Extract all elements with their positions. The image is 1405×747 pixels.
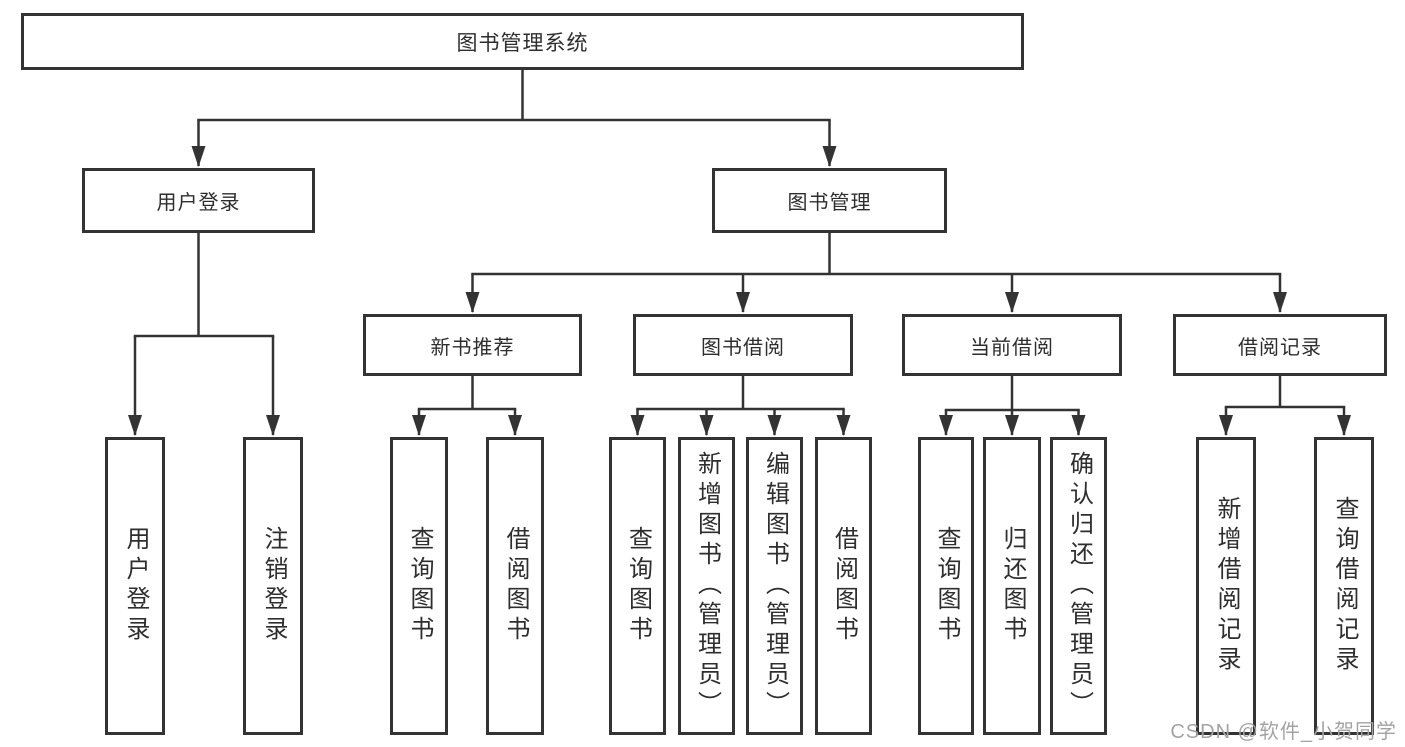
- connector-book-borrow: [630, 376, 851, 436]
- node-book-borrow: 图书借阅: [633, 314, 853, 376]
- leaf-return-books: 归还图书: [983, 437, 1041, 735]
- node-root: 图书管理系统: [21, 13, 1024, 70]
- leaf-confirm-return-admin: 确认归还（管理员）: [1050, 437, 1107, 735]
- connector-user-login: [128, 233, 280, 436]
- connector-current-borrow: [939, 376, 1086, 436]
- leaf-add-book-admin: 新增图书（管理员）: [678, 437, 735, 735]
- leaf-borrow-books: 借阅图书: [815, 437, 872, 735]
- node-borrow-records: 借阅记录: [1173, 314, 1387, 376]
- node-user-login: 用户登录: [82, 168, 315, 233]
- connector-borrow-records: [1219, 375, 1351, 436]
- leaf-edit-book-admin: 编辑图书（管理员）: [746, 437, 803, 735]
- connector-book-management: [465, 233, 1287, 313]
- node-new-book-recommend: 新书推荐: [363, 314, 582, 376]
- leaf-query-books-recommend: 查询图书: [390, 437, 448, 735]
- node-book-management: 图书管理: [712, 168, 947, 233]
- leaf-logout-login: 注销登录: [243, 437, 303, 735]
- leaf-query-borrow-record: 查询借阅记录: [1314, 437, 1374, 735]
- leaf-add-borrow-record: 新增借阅记录: [1196, 437, 1256, 735]
- leaf-query-books-borrow: 查询图书: [609, 437, 666, 735]
- node-current-borrow: 当前借阅: [902, 314, 1122, 376]
- connector-root: [191, 70, 837, 167]
- leaf-user-login: 用户登录: [105, 437, 165, 735]
- leaf-borrow-books-recommend: 借阅图书: [486, 437, 544, 735]
- connector-new-book-recommend: [412, 376, 522, 436]
- watermark: CSDN @软件_小贺同学: [1170, 721, 1397, 743]
- leaf-query-books-current: 查询图书: [918, 437, 974, 735]
